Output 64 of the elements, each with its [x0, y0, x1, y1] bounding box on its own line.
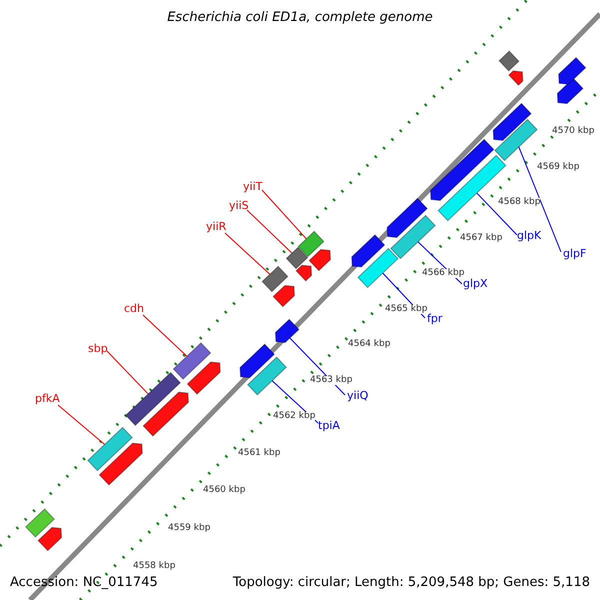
gene-block: [37, 526, 62, 552]
scale-label: 4564 kbp: [348, 340, 390, 349]
scale-label: 4569 kbp: [537, 163, 580, 172]
gene-block: [308, 248, 331, 272]
scale-label: 4560 kbp: [203, 486, 246, 495]
scale-label: 4570 kbp: [552, 127, 594, 136]
gene-bar: [87, 426, 133, 472]
gene-block: [508, 70, 524, 86]
gene-bar: [172, 342, 212, 380]
scale-label: 4562 kbp: [273, 412, 316, 421]
scale-label: 4566 kbp: [422, 269, 464, 278]
leader-line: [142, 314, 188, 357]
gene-block: [558, 56, 586, 85]
gene-block: [142, 392, 189, 437]
leader-line: [246, 210, 292, 254]
scale-label: 4568 kbp: [498, 198, 540, 207]
gene-block: [295, 264, 312, 282]
map-title: Escherichia coli ED1a, complete genome: [167, 11, 433, 24]
gene-label: pfkA: [35, 393, 60, 404]
gene-label: yiiQ: [347, 390, 368, 401]
scale-label: 4558 kbp: [133, 562, 176, 571]
leader-line: [224, 232, 270, 275]
gene-block: [98, 442, 143, 486]
gene-label: sbp: [88, 343, 108, 354]
leader-line: [58, 404, 106, 445]
gene-label: glpF: [563, 248, 586, 259]
leader-line: [262, 190, 307, 240]
scale-label: 4559 kbp: [168, 524, 210, 533]
gene-block: [351, 234, 386, 268]
gene-label: tpiA: [318, 420, 340, 431]
gene-bar: [298, 230, 324, 258]
gene-label: cdh: [124, 303, 144, 314]
scale-label: 4563 kbp: [310, 376, 352, 385]
gene-label: glpX: [463, 278, 488, 289]
scale-label: 4565 kbp: [385, 305, 428, 314]
gene-label: yiiS: [229, 200, 249, 211]
gene-block: [556, 78, 584, 104]
scale-label: 4561 kbp: [238, 449, 280, 458]
gene-bar: [286, 246, 308, 270]
gene-bar: [124, 372, 182, 426]
gene-block: [240, 343, 276, 378]
gene-block: [386, 198, 428, 238]
gene-bar: [357, 248, 399, 288]
scale-label: 4567 kbp: [460, 234, 502, 243]
gene-block: [430, 138, 495, 201]
gene-block: [186, 361, 221, 395]
gene-bar: [25, 508, 55, 538]
gene-bar: [494, 118, 538, 162]
gene-label: fpr: [427, 313, 442, 324]
gene-block: [492, 102, 532, 141]
leader-line: [518, 146, 562, 252]
genome-info-text: Topology: circular; Length: 5,209,548 bp; Genes: 5,118: [232, 576, 590, 589]
gene-block: [274, 318, 300, 344]
accession-text: Accession: NC_011745: [10, 576, 158, 589]
leader-line: [106, 350, 149, 394]
gene-bar: [246, 356, 288, 396]
gene-block: [272, 284, 295, 308]
gene-bar: [262, 266, 288, 292]
gene-label: yiiR: [206, 221, 226, 232]
gene-label: glpK: [517, 230, 542, 241]
gene-bar: [390, 214, 436, 260]
leader-line: [476, 192, 518, 236]
gene-label: yiiT: [243, 181, 262, 192]
gene-bar: [498, 50, 520, 72]
